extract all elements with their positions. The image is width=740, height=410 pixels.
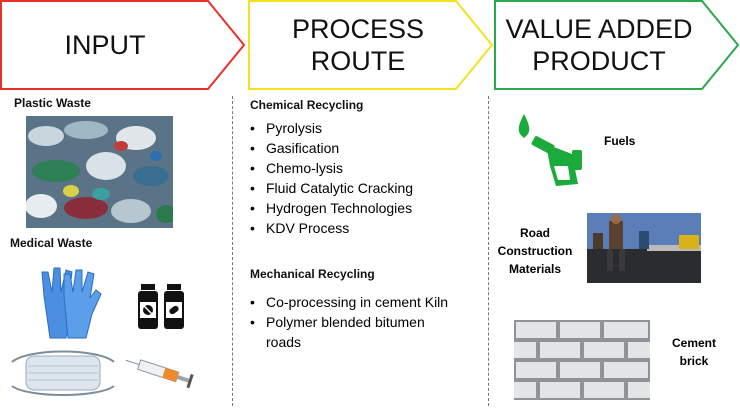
road-construction-image [587, 213, 701, 283]
road-label-line1: Road [520, 226, 550, 240]
chemical-recycling-title: Chemical Recycling [250, 98, 364, 112]
product-arrow-shape [494, 0, 740, 90]
process-arrow-shape [248, 0, 494, 90]
mechanical-recycling-title: Mechanical Recycling [250, 267, 375, 281]
medical-waste-label: Medical Waste [10, 236, 93, 250]
road-construction-graphic [587, 213, 701, 283]
list-item-line1: Polymer blended bitumen [266, 314, 425, 330]
list-item: Chemo-lysis [250, 158, 413, 178]
brick-label-line1: Cement [672, 336, 717, 350]
list-item: Gasification [250, 138, 413, 158]
plastic-waste-label: Plastic Waste [14, 96, 91, 110]
list-item: Pyrolysis [250, 118, 413, 138]
cement-brick-image [514, 320, 650, 400]
mask-image [8, 342, 118, 400]
road-label-line3: Materials [508, 262, 562, 276]
road-materials-label: Road Construction Materials [494, 224, 576, 278]
list-item: Hydrogen Technologies [250, 198, 413, 218]
list-item: Polymer blended bitumen roads [250, 312, 448, 352]
input-arrow-shape [0, 0, 246, 90]
list-item-line2: roads [266, 334, 302, 350]
cement-brick-wall-graphic [514, 320, 650, 400]
mechanical-recycling-list: Co-processing in cement Kiln Polymer ble… [250, 292, 448, 352]
syringe-image [124, 352, 200, 392]
gloves-image [36, 262, 104, 340]
cement-brick-label: Cement brick [672, 334, 716, 370]
road-label-line2: Construction [497, 244, 573, 258]
face-mask-icon [11, 350, 115, 396]
brick-label-line2: brick [679, 354, 709, 368]
fuels-label: Fuels [604, 134, 636, 148]
divider-left [232, 96, 233, 406]
medicine-bottles-icon [138, 284, 184, 329]
input-heading: INPUT [64, 30, 146, 60]
product-heading: VALUE ADDED PRODUCT [494, 0, 704, 90]
fuel-nozzle-icon [518, 114, 582, 186]
list-item: Co-processing in cement Kiln [250, 292, 448, 312]
gloves-icon [41, 267, 102, 339]
process-arrow: PROCESS ROUTE [248, 0, 494, 90]
medicine-bottles-image [137, 282, 193, 330]
chemical-recycling-list: Pyrolysis Gasification Chemo-lysis Fluid… [250, 118, 413, 238]
product-heading-line1: VALUE ADDED [505, 14, 693, 44]
list-item: KDV Process [250, 218, 413, 238]
syringe-icon [125, 359, 194, 389]
plastic-bottles-graphic [26, 116, 173, 228]
fuel-nozzle-image [514, 110, 594, 190]
process-heading: PROCESS ROUTE [291, 14, 425, 76]
input-arrow: INPUT [0, 0, 246, 90]
plastic-waste-image [26, 116, 173, 228]
product-arrow: VALUE ADDED PRODUCT [494, 0, 740, 90]
list-item: Fluid Catalytic Cracking [250, 178, 413, 198]
divider-right [488, 96, 489, 406]
product-heading-line2: PRODUCT [532, 46, 666, 76]
